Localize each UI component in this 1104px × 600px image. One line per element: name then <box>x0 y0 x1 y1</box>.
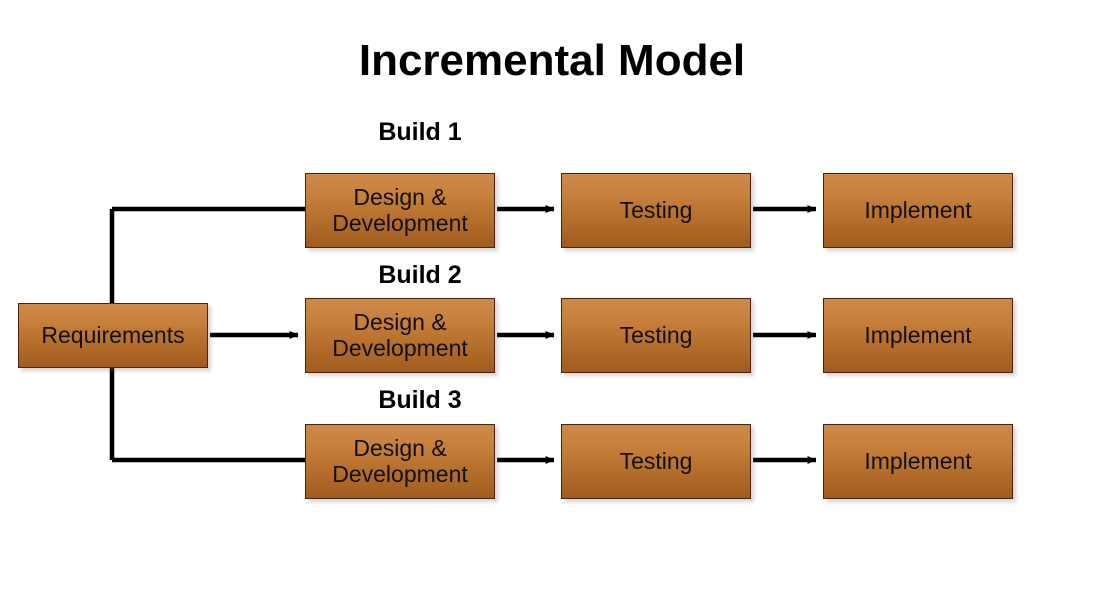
node-build1-testing[interactable]: Testing <box>561 173 751 248</box>
node-build2-design[interactable]: Design & Development <box>305 298 495 373</box>
build-label-3: Build 3 <box>378 386 462 414</box>
node-build1-implement-label: Implement <box>864 196 972 223</box>
page-title: Incremental Model <box>358 36 746 85</box>
node-build3-testing[interactable]: Testing <box>561 424 751 499</box>
node-build1-testing-label: Testing <box>619 196 693 223</box>
build-label-1: Build 1 <box>378 118 462 146</box>
node-build1-implement[interactable]: Implement <box>823 173 1013 248</box>
node-build2-implement[interactable]: Implement <box>823 298 1013 373</box>
node-build3-design[interactable]: Design & Development <box>305 424 495 499</box>
node-build1-design[interactable]: Design & Development <box>305 173 495 248</box>
node-build2-testing-label: Testing <box>619 321 693 348</box>
node-build3-design-label: Design & Development <box>332 434 468 487</box>
node-build2-testing[interactable]: Testing <box>561 298 751 373</box>
node-requirements-label: Requirements <box>41 321 185 348</box>
node-build1-design-label: Design & Development <box>332 183 468 236</box>
node-build2-design-label: Design & Development <box>332 308 468 361</box>
node-requirements[interactable]: Requirements <box>18 303 208 368</box>
node-build3-implement[interactable]: Implement <box>823 424 1013 499</box>
build-label-2: Build 2 <box>378 261 462 289</box>
node-build2-implement-label: Implement <box>864 321 972 348</box>
node-build3-testing-label: Testing <box>619 447 693 474</box>
node-build3-implement-label: Implement <box>864 447 972 474</box>
